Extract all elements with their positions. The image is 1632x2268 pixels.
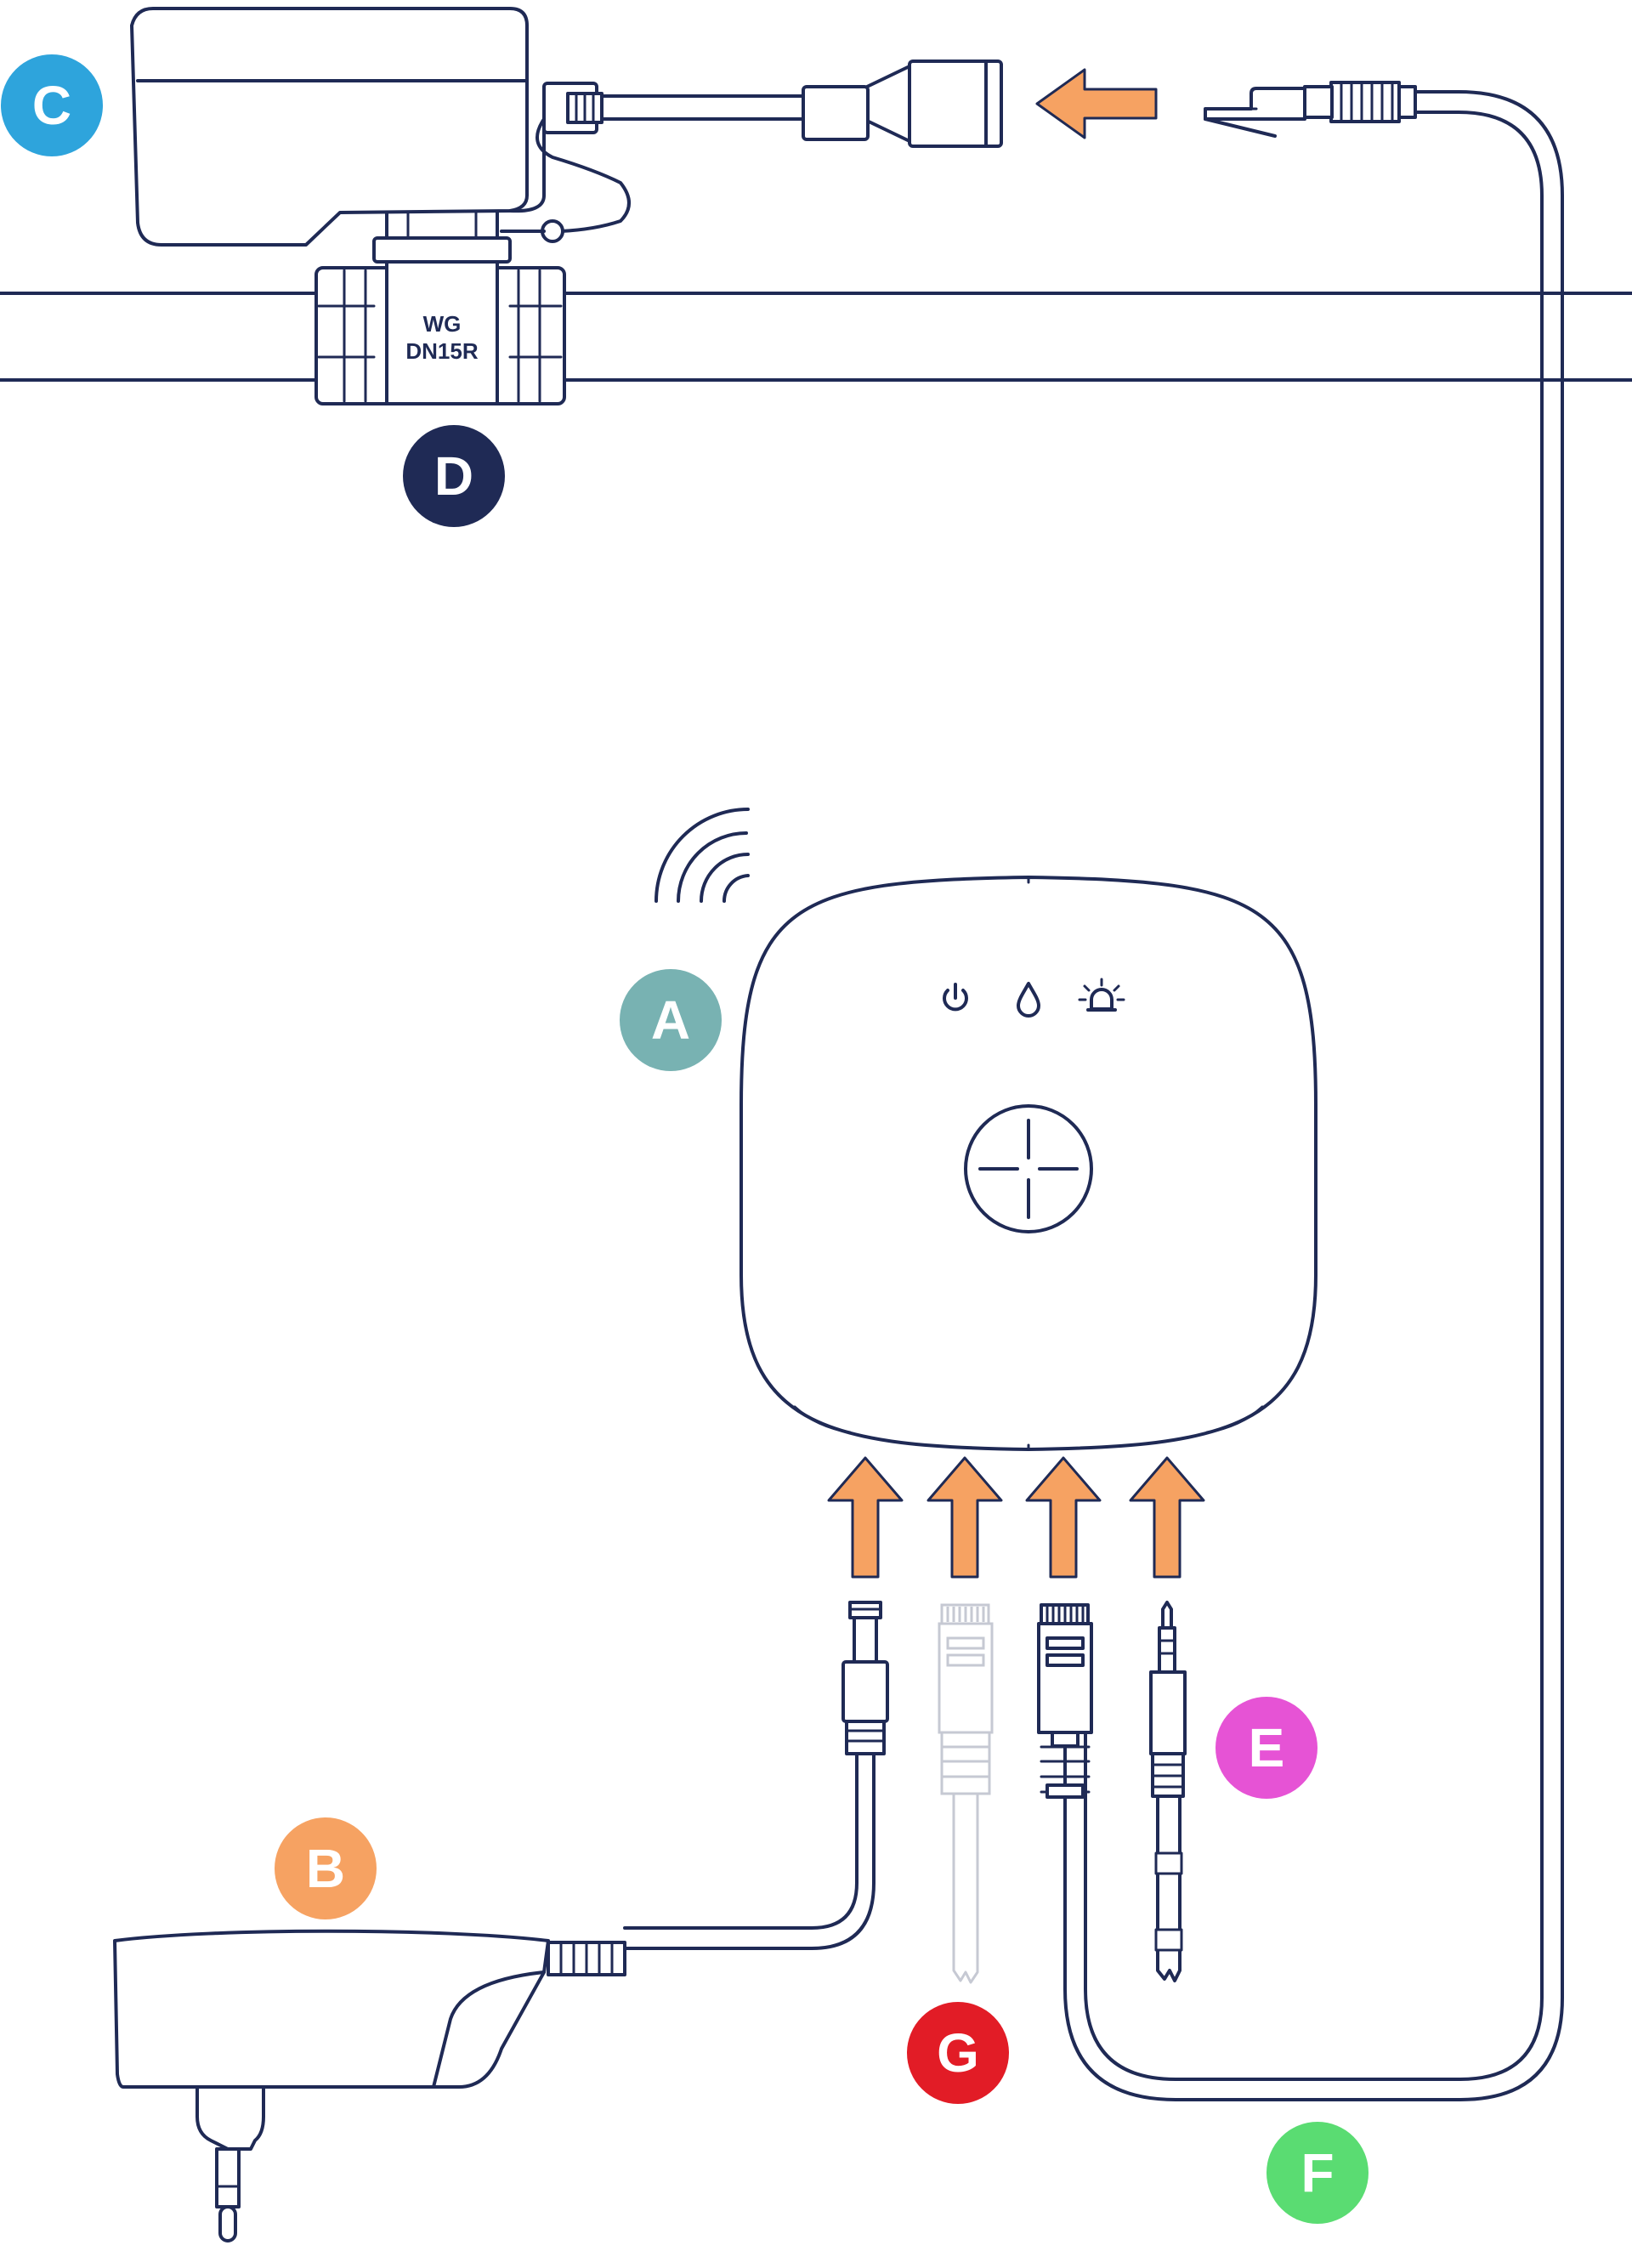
arrow-up-jack xyxy=(1129,1456,1205,1579)
badge-a: A xyxy=(620,969,722,1071)
arrow-left xyxy=(1035,68,1158,139)
badge-b-label: B xyxy=(306,1838,345,1899)
badge-f-label: F xyxy=(1300,2142,1334,2203)
audio-jack-e xyxy=(1149,1601,1187,1982)
arrow-up-rj45 xyxy=(1025,1456,1102,1579)
valve-cable-coupler xyxy=(600,60,1003,148)
cable-f xyxy=(1063,90,1564,2101)
badge-d-label: D xyxy=(434,445,473,507)
badge-c-label: C xyxy=(32,75,71,136)
badge-f: F xyxy=(1266,2122,1368,2224)
valve-model-line1: WG xyxy=(423,311,462,337)
wifi-signal-icon xyxy=(654,808,750,903)
valve-actuator xyxy=(130,7,631,247)
badge-g-label: G xyxy=(937,2022,979,2084)
hub-unit xyxy=(740,876,1318,1451)
power-icon xyxy=(943,983,968,1012)
sensor-cable-g-ghost xyxy=(938,1603,994,1984)
badge-b: B xyxy=(275,1817,377,1919)
rj45-plug-hub xyxy=(1037,1603,1093,1799)
badge-c: C xyxy=(1,54,103,156)
badge-e: E xyxy=(1216,1697,1318,1799)
arrow-up-power xyxy=(827,1456,904,1579)
badge-g: G xyxy=(907,2002,1009,2104)
alarm-bell-icon xyxy=(1078,978,1125,1012)
arrow-up-rj45-ghost xyxy=(926,1456,1003,1579)
water-pipe xyxy=(0,292,1632,382)
dc-barrel-plug xyxy=(623,1601,889,1950)
pairing-button-icon[interactable] xyxy=(964,1104,1093,1233)
badge-e-label: E xyxy=(1249,1717,1285,1778)
connection-arrows xyxy=(827,1456,1205,1579)
badge-a-label: A xyxy=(651,989,690,1051)
valve-model-line2: DN15R xyxy=(405,338,478,364)
valve-body: WG DN15R xyxy=(314,207,566,405)
badge-d: D xyxy=(403,425,505,527)
water-drop-icon xyxy=(1017,982,1040,1018)
rj45-plug-top xyxy=(1204,81,1417,138)
power-adapter xyxy=(113,1929,626,2242)
